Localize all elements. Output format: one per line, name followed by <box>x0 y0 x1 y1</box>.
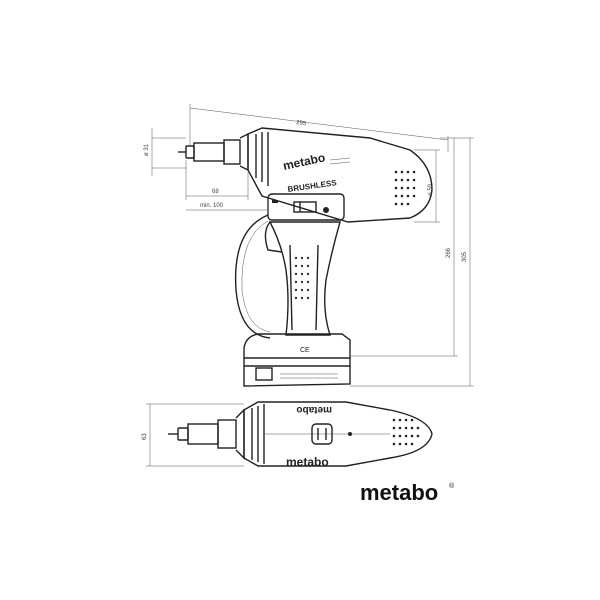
side-control-panel <box>267 193 345 221</box>
side-view: metabo BRUSHLESS <box>178 127 433 387</box>
top-switch <box>311 423 333 445</box>
dim-overall-length: 295 <box>296 120 307 127</box>
handle-grip-dots <box>294 256 310 300</box>
brand-logo-text: metabo <box>360 480 438 505</box>
top-nozzle <box>168 408 245 460</box>
top-logo-upper: metabo <box>296 404 332 415</box>
dim-height-without-head: 266 <box>446 247 452 258</box>
side-logo: metabo <box>282 150 327 173</box>
dim-offset-min: min. 100 <box>200 203 224 209</box>
brand-logo: metabo ® <box>360 480 455 505</box>
top-body <box>243 401 433 467</box>
battery-cert-mark: CE <box>300 347 310 354</box>
model-name-label: BRUSHLESS <box>287 178 338 194</box>
dim-top-view-width: 63 <box>142 433 148 440</box>
top-view: metabo metabo <box>168 401 433 469</box>
side-battery: CE <box>243 333 351 387</box>
side-body: metabo BRUSHLESS <box>247 127 433 223</box>
side-dimensions: 295 ø 31 68 min. 100 ø 59 266 305 <box>144 104 474 387</box>
dim-total-height: 305 <box>462 251 468 262</box>
side-vent-dots <box>394 170 416 206</box>
top-vent-dots <box>392 418 420 446</box>
side-nozzle <box>178 132 249 172</box>
dim-body-diameter: ø 59 <box>428 183 434 196</box>
brand-trademark: ® <box>449 482 455 490</box>
dim-offset-short: 68 <box>212 189 219 195</box>
top-logo-lower: metabo <box>286 455 329 469</box>
dim-nozzle-diameter: ø 31 <box>144 143 150 156</box>
hanger-loop <box>234 214 271 339</box>
side-handle <box>264 221 341 336</box>
top-dimensions: 63 <box>142 403 244 467</box>
